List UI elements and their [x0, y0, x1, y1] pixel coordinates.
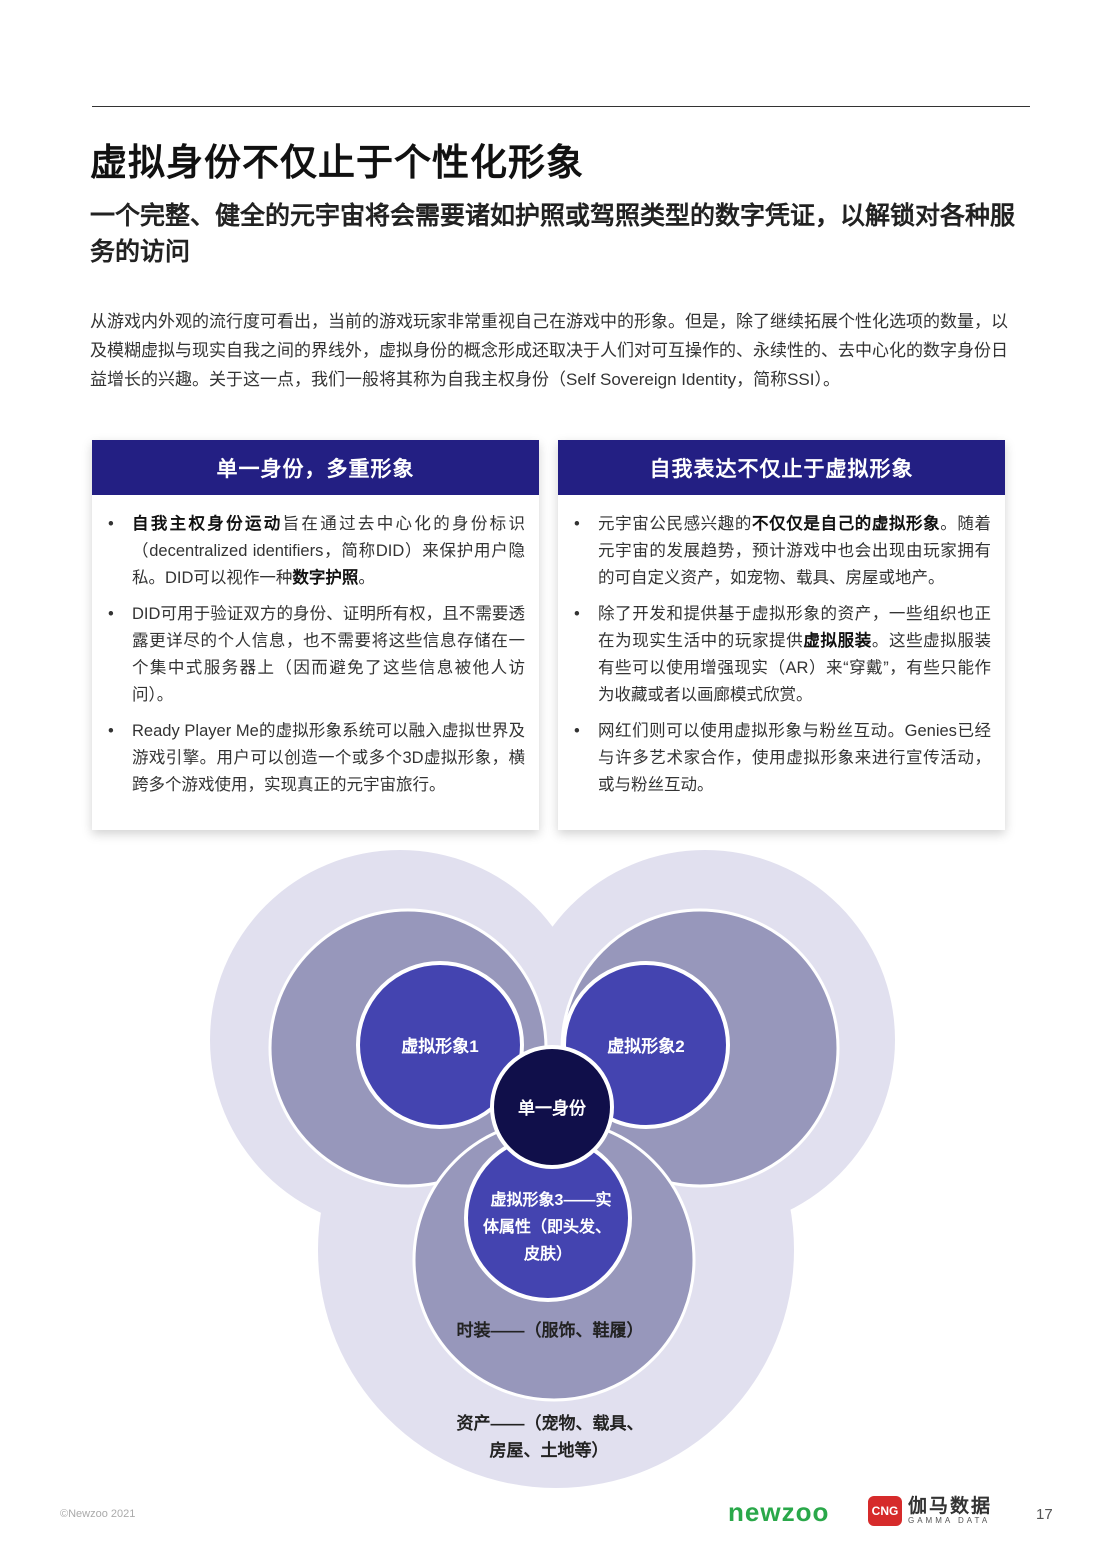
card-self-expression: 自我表达不仅止于虚拟形象 • 元宇宙公民感兴趣的不仅仅是自己的虚拟形象。随着元宇宙… [558, 440, 1005, 830]
card-single-identity: 单一身份，多重形象 • 自我主权身份运动旨在通过去中心化的身份标识（decentr… [92, 440, 539, 830]
item-text: 。这些虚拟服装有些可以使用增强现实（AR）来“穿戴”，有些只能作为收藏或者以画廊… [598, 632, 992, 704]
page-title: 虚拟身份不仅止于个性化形象 [90, 142, 584, 183]
item-text: 除了开发和提供基于虚拟形象的资产，一些组织也正在为现实生活中的玩家提供 [598, 605, 991, 650]
bullet-icon: • [108, 722, 114, 740]
center-label: 单一身份 [518, 1098, 587, 1118]
avatar2-label: 虚拟形象2 [607, 1036, 684, 1056]
gamma-logo-icon: CNG [868, 1496, 902, 1526]
copyright: ©Newzoo 2021 [60, 1508, 136, 1520]
fashion-label: 时装——（服饰、鞋履） [457, 1320, 644, 1340]
item-text: DID可用于验证双方的身份、证明所有权，且不需要透露更详尽的个人信息，也不需要将… [132, 605, 525, 704]
list-item: • 网红们则可以使用虚拟形象与粉丝互动。Genies已经与许多艺术家合作，使用虚拟… [574, 718, 991, 799]
card-header: 自我表达不仅止于虚拟形象 [558, 440, 1005, 495]
card-header: 单一身份，多重形象 [92, 440, 539, 495]
list-item: • Ready Player Me的虚拟形象系统可以融入虚拟世界及游戏引擎。用户可… [108, 718, 525, 799]
gamma-cn-name: 伽马数据 [908, 1495, 993, 1517]
identity-venn-diagram: 虚拟形象1 虚拟形象2 单一身份 虚拟形象3——实 体属性（即头发、 皮肤） 时… [210, 850, 895, 1488]
bullet-icon: • [574, 515, 580, 533]
bullet-list: • 元宇宙公民感兴趣的不仅仅是自己的虚拟形象。随着元宇宙的发展趋势，预计游戏中也会… [558, 495, 1005, 799]
avatar3-label-line3: 皮肤） [523, 1244, 572, 1263]
gamma-en-name: GAMMA DATA [908, 1516, 991, 1525]
item-text: 旨在通过去中心化的身份标识（decentralized identifiers，… [132, 515, 526, 587]
gamma-logo-text: 伽马数据 GAMMA DATA [908, 1496, 992, 1526]
top-divider [92, 106, 1030, 107]
item-text: 网红们则可以使用虚拟形象与粉丝互动。Genies已经与许多艺术家合作，使用虚拟形… [598, 722, 991, 794]
list-item: • 除了开发和提供基于虚拟形象的资产，一些组织也正在为现实生活中的玩家提供虚拟服装… [574, 601, 991, 709]
gamma-data-logo: CNG 伽马数据 GAMMA DATA [868, 1496, 992, 1526]
page-number: 17 [1036, 1506, 1053, 1523]
center-circle [490, 1045, 614, 1169]
assets-label-line1: 资产——（宠物、载具、 [457, 1413, 644, 1433]
list-item: • 元宇宙公民感兴趣的不仅仅是自己的虚拟形象。随着元宇宙的发展趋势，预计游戏中也会… [574, 511, 991, 592]
avatar1-label: 虚拟形象1 [401, 1036, 478, 1056]
assets-label-line2: 房屋、土地等） [490, 1440, 609, 1460]
bullet-icon: • [108, 515, 114, 533]
item-text: Ready Player Me的虚拟形象系统可以融入虚拟世界及游戏引擎。用户可以… [132, 722, 525, 794]
bold-text: 自我主权身份运动 [132, 515, 283, 533]
item-text: 元宇宙公民感兴趣的 [598, 515, 753, 533]
bold-text: 不仅仅是自己的虚拟形象 [752, 515, 941, 533]
bullet-icon: • [574, 605, 580, 623]
avatar3-label-line1: 虚拟形象3——实 [491, 1190, 612, 1209]
avatar3-label-line2: 体属性（即头发、 [483, 1217, 611, 1236]
page-subtitle: 一个完整、健全的元宇宙将会需要诸如护照或驾照类型的数字凭证，以解锁对各种服务的访… [90, 202, 1016, 266]
newzoo-logo: newzoo [728, 1497, 830, 1527]
bold-text: 数字护照 [292, 569, 359, 587]
item-text: 。随着元宇宙的发展趋势，预计游戏中也会出现由玩家拥有的可自定义资产，如宠物、载具… [598, 515, 992, 587]
bold-text: 虚拟服装 [803, 632, 872, 650]
bullet-icon: • [574, 722, 580, 740]
bullet-icon: • [108, 605, 114, 623]
list-item: • 自我主权身份运动旨在通过去中心化的身份标识（decentralized ide… [108, 511, 525, 592]
avatar1-circle [356, 961, 524, 1129]
item-text: 。 [358, 569, 375, 587]
bullet-list: • 自我主权身份运动旨在通过去中心化的身份标识（decentralized ide… [92, 495, 539, 799]
intro-paragraph: 从游戏内外观的流行度可看出，当前的游戏玩家非常重视自己在游戏中的形象。但是，除了… [90, 312, 1008, 389]
list-item: • DID可用于验证双方的身份、证明所有权，且不需要透露更详尽的个人信息，也不需要… [108, 601, 525, 709]
